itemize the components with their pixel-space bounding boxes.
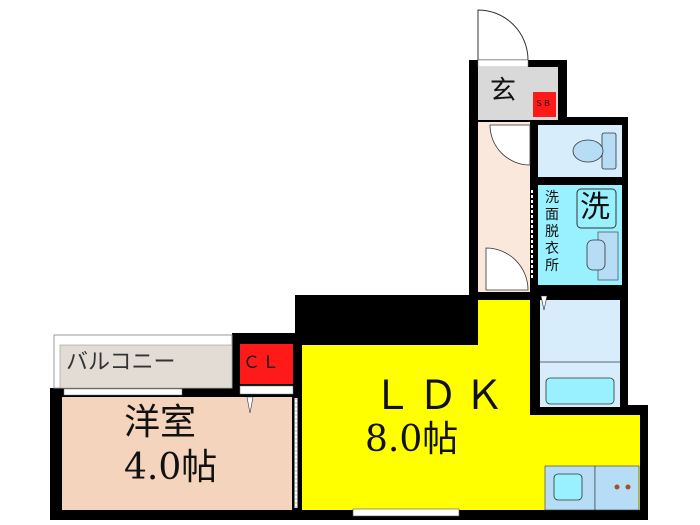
ldk-window [352,508,460,517]
washroom-label-char: 衣 [545,241,559,257]
burner-icon [625,484,631,490]
balcony-label: バルコニー [66,350,176,375]
shoe-box-label: ＳＢ [535,99,551,108]
ldk-size: 8.0帖 [365,419,459,460]
western-room-floor [62,397,292,510]
toilet-tank-icon [601,132,617,170]
washer-space [576,188,617,229]
western-room-label: 洋室 [124,402,197,443]
washroom-label-char: 脱 [545,224,559,240]
sink-icon [586,239,606,271]
balcony-floor [59,344,233,389]
balcony-window [63,388,183,396]
entry-door [477,9,529,61]
ldk-label: ＬＤＫ [372,373,510,419]
toilet-bowl-icon [572,139,604,163]
shoe-box [533,92,556,117]
closet [240,344,293,384]
burner-icon [614,484,620,490]
washroom-label-char: 面 [545,207,559,223]
washroom-label-char: 所 [545,258,559,274]
kitchen-sink-icon [553,473,583,501]
entrance-label: 玄 [490,76,517,106]
closet-label: ＣＬ [243,353,281,373]
bathtub-icon [545,377,615,405]
washroom-label-char: 洗 [545,190,559,206]
washroom-label: 洗 面 脱 衣 所 [545,190,559,275]
ldk-floor [302,300,640,510]
washer-label: 洗 [580,190,610,225]
western-room-size: 4.0帖 [124,447,218,488]
